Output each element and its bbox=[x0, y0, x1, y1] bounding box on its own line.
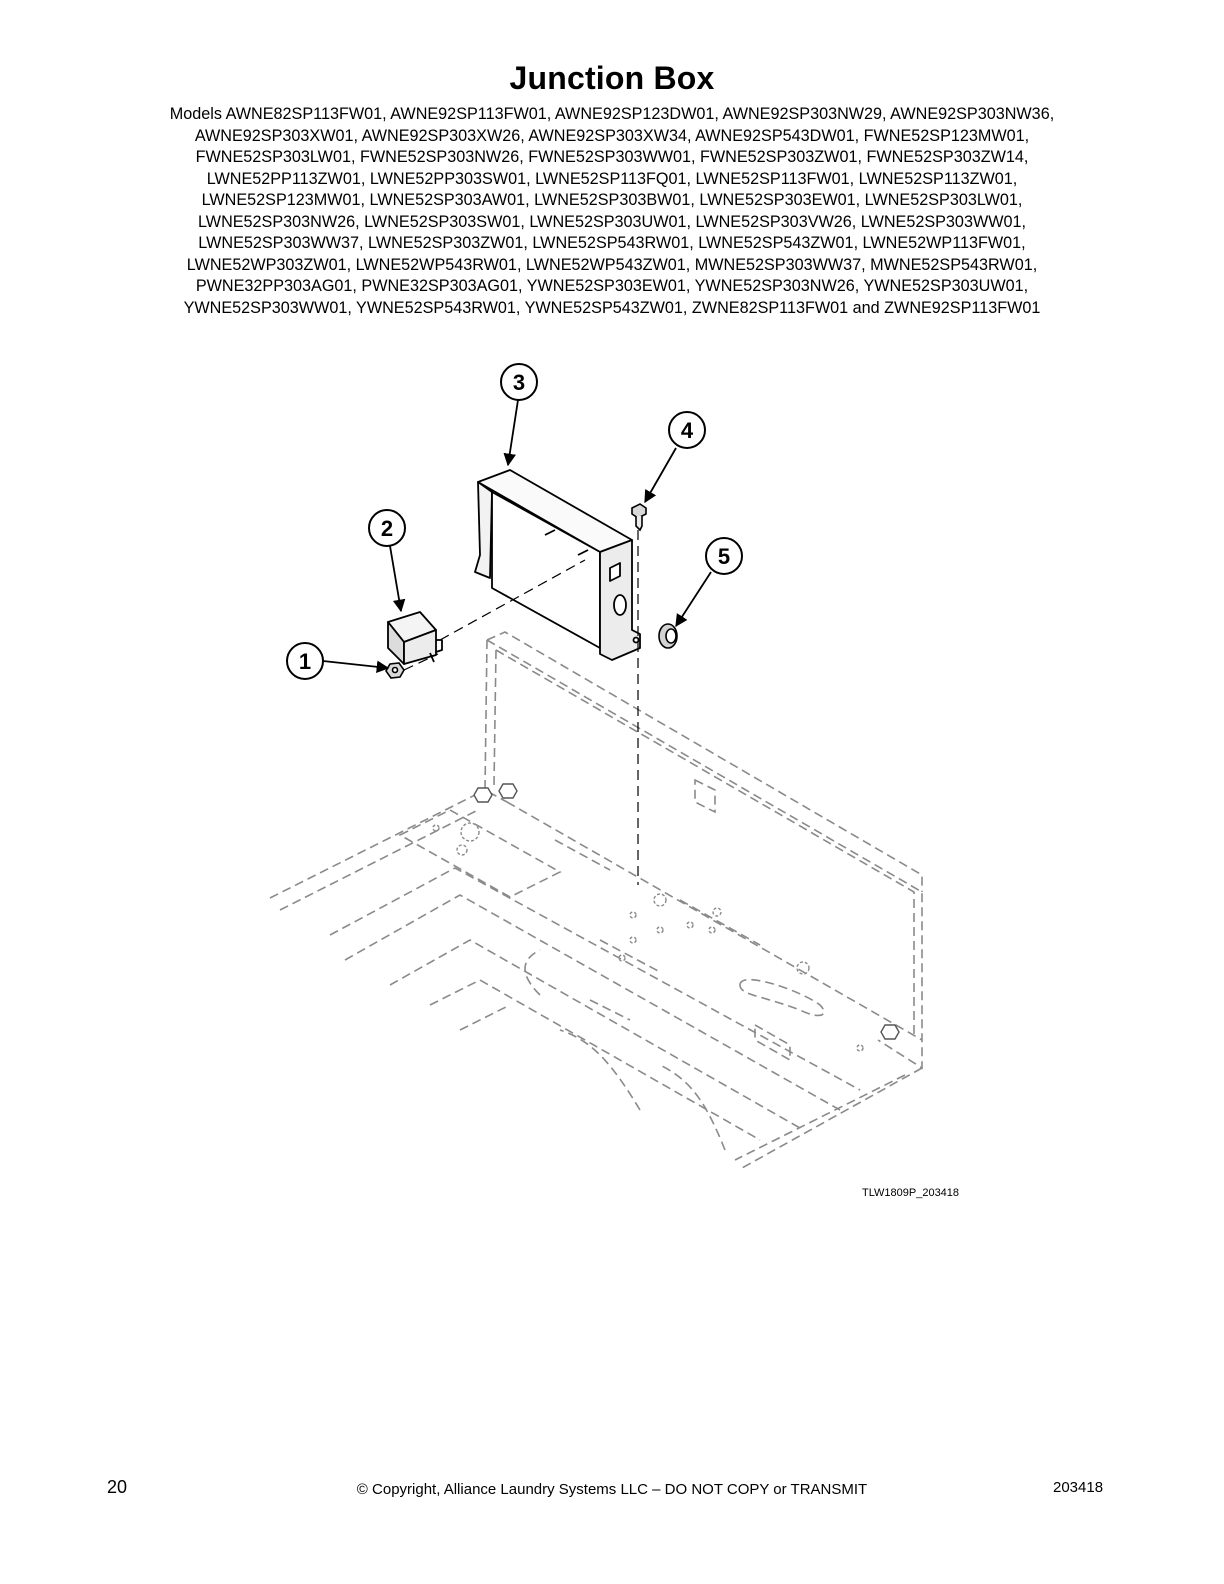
document-number: 203418 bbox=[1053, 1479, 1104, 1496]
models-list: Models AWNE82SP113FW01, AWNE92SP113FW01,… bbox=[100, 104, 1124, 319]
svg-text:4: 4 bbox=[681, 418, 694, 443]
models-line: AWNE92SP303XW01, AWNE92SP303XW26, AWNE92… bbox=[194, 126, 1030, 145]
grommet-part-5 bbox=[658, 623, 678, 649]
figure-id: TLW1809P_203418 bbox=[862, 1187, 960, 1199]
svg-text:1: 1 bbox=[299, 649, 311, 674]
models-line: Models AWNE82SP113FW01, AWNE92SP113FW01,… bbox=[169, 105, 1055, 123]
callout-leaders bbox=[322, 399, 712, 674]
page-title: Junction Box bbox=[509, 60, 715, 96]
svg-text:5: 5 bbox=[718, 544, 730, 569]
svg-text:2: 2 bbox=[381, 516, 393, 541]
svg-text:3: 3 bbox=[513, 370, 525, 395]
cabinet-base-outline bbox=[269, 631, 923, 1169]
page-number: 20 bbox=[107, 1477, 128, 1497]
nut-part-1 bbox=[385, 662, 405, 679]
models-line: YWNE52SP303WW01, YWNE52SP543RW01, YWNE52… bbox=[183, 298, 1041, 317]
models-line: LWNE52PP113ZW01, LWNE52PP303SW01, LWNE52… bbox=[206, 169, 1018, 188]
models-line: LWNE52WP303ZW01, LWNE52WP543RW01, LWNE52… bbox=[186, 255, 1038, 274]
base-nuts bbox=[473, 783, 900, 1040]
models-line: LWNE52SP123MW01, LWNE52SP303AW01, LWNE52… bbox=[201, 191, 1023, 209]
models-line: LWNE52SP303NW26, LWNE52SP303SW01, LWNE52… bbox=[197, 212, 1027, 231]
callout-5: 5 bbox=[705, 537, 743, 575]
assembly-lines bbox=[403, 530, 639, 885]
models-line: LWNE52SP303WW37, LWNE52SP303ZW01, LWNE52… bbox=[198, 234, 1026, 252]
callout-3: 3 bbox=[500, 363, 538, 401]
callout-4: 4 bbox=[668, 411, 706, 449]
copyright-notice: © Copyright, Alliance Laundry Systems LL… bbox=[356, 1481, 868, 1498]
screw-part-4 bbox=[631, 503, 647, 532]
junction-block bbox=[387, 611, 443, 665]
models-line: PWNE32PP303AG01, PWNE32SP303AG01, YWNE52… bbox=[195, 277, 1029, 295]
junction-box-bracket bbox=[474, 469, 641, 661]
floor-holes bbox=[432, 822, 864, 1052]
callout-1: 1 bbox=[286, 642, 324, 680]
models-line: FWNE52SP303LW01, FWNE52SP303NW26, FWNE52… bbox=[195, 148, 1029, 166]
callout-2: 2 bbox=[368, 509, 406, 547]
